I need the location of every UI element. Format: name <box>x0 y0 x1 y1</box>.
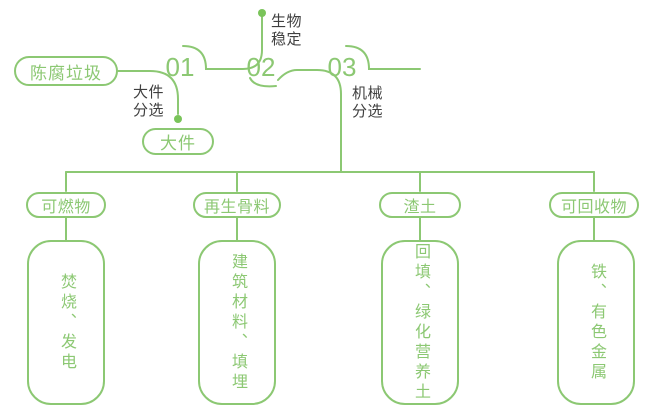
stage-number-02: 02 <box>246 52 276 82</box>
process-label-mechanical-sorting: 机械分选 <box>352 85 384 120</box>
stage-number-03: 03 <box>327 52 357 82</box>
outcome-text: 焚烧、发电 <box>58 272 75 373</box>
flow-arc-03-trailing <box>345 45 421 70</box>
category-pill-recyclables: 可回收物 <box>549 192 639 218</box>
category-pill-recycled-aggregate: 再生骨料 <box>193 192 281 218</box>
category-label: 再生骨料 <box>203 199 270 216</box>
branch-connector-lines <box>65 217 595 241</box>
bulky-endpoint-dot <box>174 115 182 123</box>
bulky-output-label: 大件 <box>160 134 196 153</box>
bulky-output-pill: 大件 <box>142 128 214 155</box>
outcome-text: 铁、有色金属 <box>588 262 605 383</box>
category-label: 可回收物 <box>560 199 627 216</box>
outcome-box-incineration-power: 焚烧、发电 <box>27 240 105 405</box>
outcome-text: 建筑材料、填埋 <box>229 252 246 393</box>
category-pill-slag-soil: 渣土 <box>379 192 461 218</box>
category-label: 可燃物 <box>41 199 91 216</box>
stage-number-01: 01 <box>165 52 195 82</box>
process-label-bio-stabilization: 生物稳定 <box>271 13 303 48</box>
source-node-pill: 陈腐垃圾 <box>14 56 118 86</box>
flow-swoosh-under-02 <box>249 77 277 88</box>
flow-line-source-to-bulky-drop <box>117 70 179 115</box>
category-label: 渣土 <box>403 199 437 216</box>
category-pill-combustibles: 可燃物 <box>26 192 106 218</box>
source-node-label: 陈腐垃圾 <box>30 63 102 83</box>
flow-line-02-to-main-drop <box>277 69 342 173</box>
process-label-bulky-sorting: 大件分选 <box>133 84 165 119</box>
flow-arc-01-to-bio-riser <box>182 16 263 70</box>
branch-drop-lines <box>65 171 595 192</box>
outcome-box-backfill-nutrient-soil: 回填、绿化营养土 <box>381 240 459 405</box>
outcome-text: 回填、绿化营养土 <box>412 242 429 403</box>
outcome-box-building-materials-landfill: 建筑材料、填埋 <box>198 240 276 405</box>
outcome-box-iron-nonferrous-metals: 铁、有色金属 <box>557 240 635 405</box>
bio-stable-endpoint-dot <box>258 9 266 17</box>
